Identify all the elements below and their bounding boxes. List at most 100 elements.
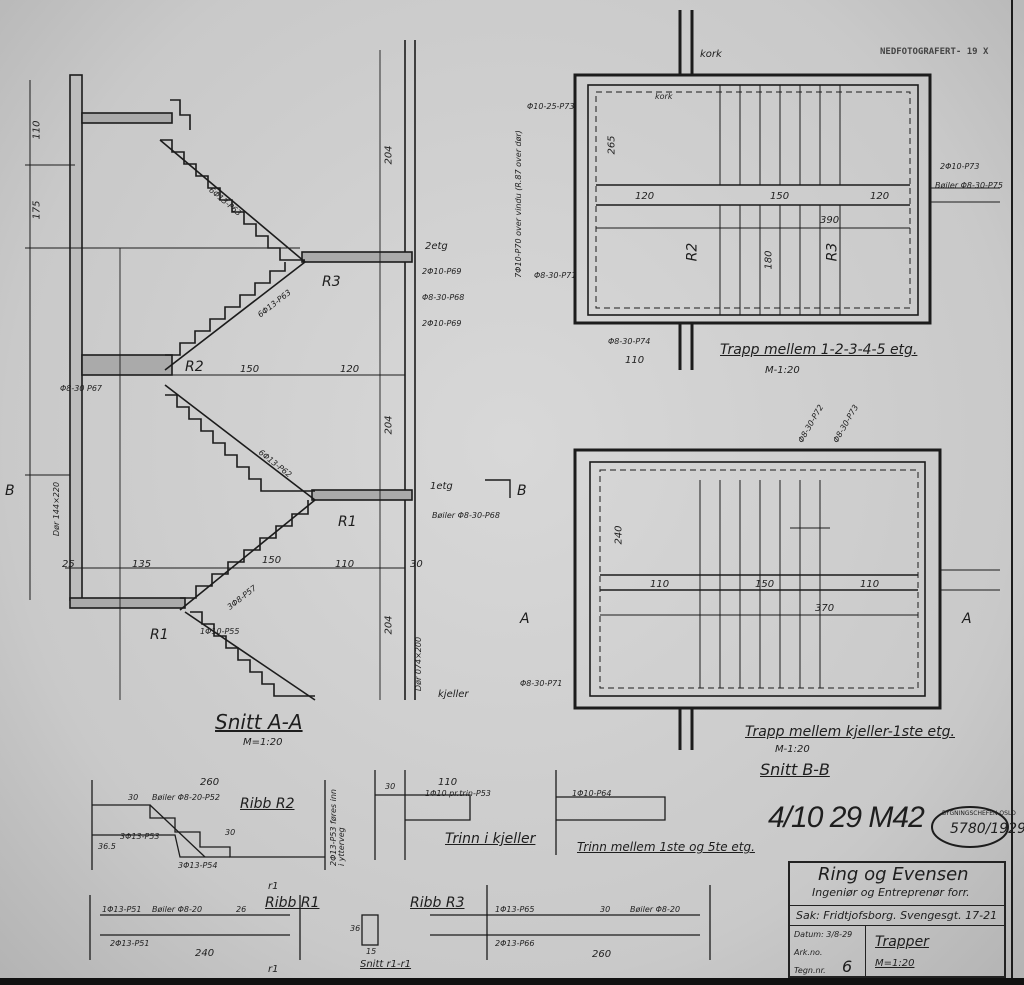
door-label: Dør 074×200: [414, 636, 424, 692]
dim-150: 150: [755, 579, 775, 590]
ribb-r2-d36: 36.5: [98, 842, 116, 851]
dim-26: 26: [236, 905, 247, 914]
ribb-r2-d30b: 30: [225, 828, 236, 837]
bar-label: 2Φ10-P73: [940, 162, 980, 171]
dim-120: 120: [340, 364, 360, 375]
ribb-r3-title: Ribb R3: [410, 895, 465, 911]
bar-label: 3Φ13-P53: [120, 832, 160, 841]
label-r2: R2: [185, 359, 204, 375]
section-marker-r1: r1: [268, 964, 279, 975]
label-2etg: 2etg: [425, 241, 448, 252]
bar-label: Φ8-30-P71: [534, 271, 577, 280]
drawing-number-label: Tegn.nr.: [794, 966, 826, 975]
bar-label: 2Φ10-P69: [422, 319, 462, 328]
dim-150: 150: [770, 191, 790, 202]
section-aa-lines: [25, 40, 511, 701]
section-marker-a-left: A: [520, 611, 530, 627]
dim-150b: 150: [262, 555, 282, 566]
section-aa-title: Snitt A-A: [215, 710, 303, 734]
dim-180: 180: [763, 250, 775, 270]
trinn-kjeller-title: Trinn i kjeller: [445, 831, 536, 847]
dim-204a: 204: [383, 145, 395, 165]
dim-30: 30: [410, 559, 423, 570]
dim-265: 265: [606, 135, 618, 155]
bar-label: 1Φ10-P55: [200, 627, 240, 636]
dim-25: 25: [62, 559, 75, 570]
label-r1-bottom: R1: [150, 627, 169, 643]
label-r3: R3: [824, 242, 841, 262]
bar-label: Φ8-30-P71: [520, 679, 563, 688]
dim-30: 30: [385, 782, 396, 791]
dim-36: 36: [350, 924, 361, 933]
dim-110a: 110: [650, 579, 670, 590]
section-aa-scale: M=1:20: [243, 737, 283, 748]
bar-label: 1Φ10 pr.trin-P53: [425, 789, 491, 798]
dim-110b: 110: [860, 579, 880, 590]
dim-110: 110: [31, 120, 43, 140]
ribb-r1-title: Ribb R1: [265, 895, 320, 911]
bar-label: 1Φ13-P51: [102, 905, 142, 914]
ark-no-label: Ark.no.: [794, 948, 823, 957]
ribb-r2-dim: 260: [200, 777, 220, 788]
lower-plan-lines: [573, 448, 1000, 750]
dim-240: 240: [195, 948, 215, 959]
seal-stamp: [931, 806, 1009, 848]
ribb-r2-title: Ribb R2: [240, 796, 295, 812]
seal-text: BYGNINGSCHEFEN OSLO: [942, 810, 1016, 817]
bar-label: Φ8-30 P67: [60, 384, 102, 393]
section-marker-b: B: [517, 483, 527, 499]
note-label: 7Φ10-P70 over vindu (R.87 over dør): [513, 130, 523, 278]
detail-lines: [89, 770, 711, 960]
dim-120b: 120: [870, 191, 890, 202]
bar-label: Bøiler Φ8-20-P52: [152, 793, 220, 802]
label-kork: kork: [700, 49, 722, 60]
label-kork: kork: [655, 92, 673, 101]
lower-plan-title: Trapp mellem kjeller-1ste etg.: [745, 724, 955, 740]
section-marker-a-right: A: [962, 611, 972, 627]
bar-label: Φ8-30-P68: [422, 293, 465, 302]
door-label: Dør 144×220: [52, 481, 62, 537]
date-label: Datum: 3/8-29: [794, 930, 853, 939]
label-kjeller: kjeller: [438, 689, 469, 700]
bar-label: Bøiler Φ8-20: [630, 905, 681, 914]
dim-110: 110: [438, 777, 458, 788]
dim-260: 260: [592, 949, 612, 960]
upper-plan-title: Trapp mellem 1-2-3-4-5 etg.: [720, 342, 918, 358]
dim-110: 110: [625, 355, 645, 366]
bar-label: 1Φ13-P65: [495, 905, 535, 914]
label-1etg: 1etg: [430, 481, 453, 492]
dim-135: 135: [132, 559, 152, 570]
seal-number: 5780/1929: [950, 821, 1024, 837]
bar-label: Bøiler Φ8-30-P68: [432, 511, 500, 520]
title-block-firm-row: [790, 863, 1004, 906]
dim-204b: 204: [383, 415, 395, 435]
project-label: Sak: Fridtjofsborg. Svengesgt. 17-21: [796, 909, 998, 922]
bar-label: 2Φ13-P66: [495, 939, 535, 948]
bar-label: 2Φ10-P69: [422, 267, 462, 276]
label-r2: R2: [684, 242, 701, 262]
title-block: Ring og Evensen Ingeniør og Entreprenør …: [788, 861, 1006, 978]
dim-370: 370: [815, 603, 835, 614]
drawing-scale: M=1:20: [875, 958, 915, 969]
drawing-title: Trapper: [875, 934, 929, 950]
drawing-number: 6: [842, 957, 853, 976]
bar-label: Bøiler Φ8-20: [152, 905, 203, 914]
bar-label: 2Φ13-P53 føres inn i ytterveg: [329, 789, 346, 866]
upper-plan-scale: M-1:20: [765, 365, 800, 376]
dim-390: 390: [820, 215, 840, 226]
bar-label: Φ10-25-P73: [527, 102, 575, 111]
dim-240: 240: [613, 525, 625, 545]
section-bb-title: Snitt B-B: [760, 760, 830, 779]
ribb-r2-d30: 30: [128, 793, 139, 802]
upper-plan-lines: [573, 10, 1000, 370]
dim-150a: 150: [240, 364, 260, 375]
dim-30: 30: [600, 905, 611, 914]
dim-15: 15: [366, 947, 377, 956]
title-block-left-col: [790, 925, 866, 976]
label-r3: R3: [322, 274, 341, 290]
photo-stamp: NEDFOTOGRAFERT- 19 X: [880, 47, 989, 57]
firm-name: Ring og Evensen: [818, 864, 969, 885]
section-marker-r1: r1: [268, 881, 279, 892]
scan-edge: [0, 978, 1024, 985]
bar-label: 2Φ13-P51: [110, 939, 150, 948]
